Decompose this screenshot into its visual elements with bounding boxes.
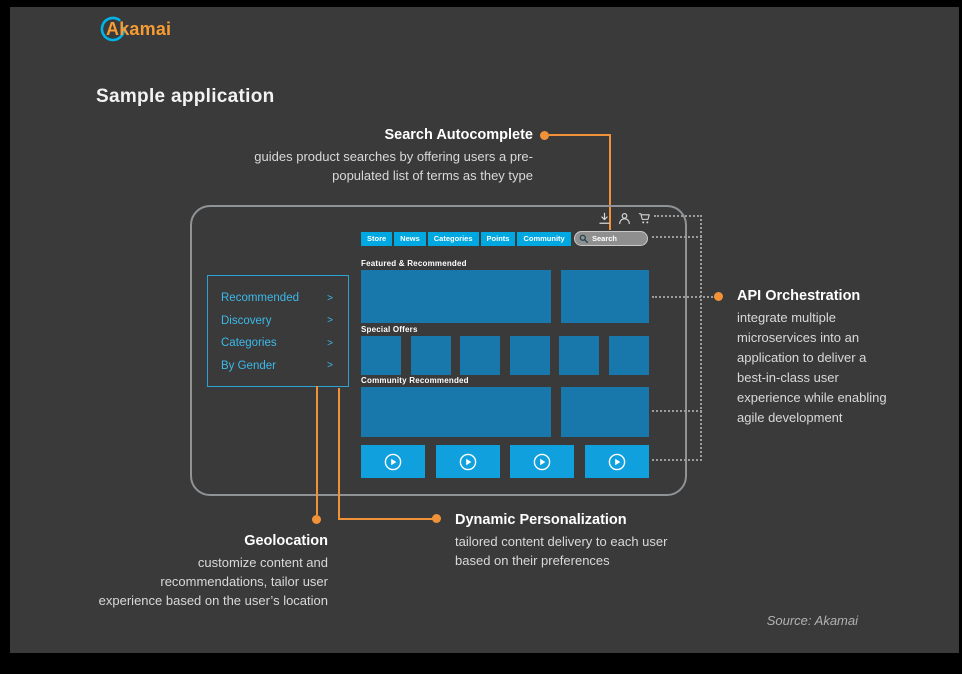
section-label-community: Community Recommended <box>361 376 469 385</box>
sidebar-item-by-gender[interactable]: By Gender > <box>221 355 333 378</box>
play-icon <box>459 453 476 470</box>
search-label: Search <box>592 234 618 243</box>
letterbox-top <box>0 0 962 7</box>
personalization-line-h <box>338 518 434 520</box>
cart-icon[interactable] <box>638 212 651 225</box>
community-tile-small[interactable] <box>561 387 649 437</box>
video-tile[interactable] <box>361 445 425 478</box>
user-icon[interactable] <box>618 212 631 225</box>
special-offers-row <box>361 336 649 375</box>
download-icon[interactable] <box>598 212 611 225</box>
offer-tile[interactable] <box>509 336 550 375</box>
app-header-icons <box>598 212 651 225</box>
logo-text: Akamai <box>106 19 172 39</box>
sidebar: Recommended > Discovery > Categories > B… <box>207 275 349 387</box>
callout-dynamic-personalization-description: tailored content delivery to each user b… <box>455 534 668 568</box>
chevron-right-icon: > <box>327 360 333 372</box>
video-tile[interactable] <box>584 445 649 478</box>
callout-dynamic-personalization: Dynamic Personalization tailored content… <box>455 512 690 570</box>
callout-api-orchestration-title: API Orchestration <box>737 288 861 304</box>
chevron-right-icon: > <box>327 292 333 304</box>
page-title: Sample application <box>96 86 275 107</box>
dotted-line-api <box>652 296 716 298</box>
akamai-logo: Akamai <box>98 14 198 46</box>
community-tile-large[interactable] <box>361 387 551 437</box>
source-credit: Source: Akamai <box>766 613 858 628</box>
callout-api-orchestration: API Orchestration integrate multiple mic… <box>737 288 897 428</box>
section-label-featured: Featured & Recommended <box>361 259 467 268</box>
play-icon <box>534 453 551 470</box>
sidebar-item-label: By Gender <box>221 359 276 372</box>
dotted-line-vertical <box>700 215 702 461</box>
letterbox-right <box>959 0 962 674</box>
callout-dynamic-personalization-title: Dynamic Personalization <box>455 512 627 528</box>
nav-button-points[interactable]: Points <box>480 232 516 246</box>
app-nav-bar: Store News Categories Points Community <box>361 232 571 246</box>
geolocation-dot <box>312 515 321 524</box>
dotted-line-videos <box>652 459 702 461</box>
callout-search-autocomplete: Search Autocomplete guides product searc… <box>248 127 533 185</box>
video-tile[interactable] <box>435 445 500 478</box>
search-callout-line-v <box>609 134 611 230</box>
search-callout-dot <box>540 131 549 140</box>
callout-geolocation: Geolocation customize content and recomm… <box>98 533 328 610</box>
offer-tile[interactable] <box>559 336 600 375</box>
offer-tile[interactable] <box>460 336 501 375</box>
video-tile[interactable] <box>510 445 575 478</box>
nav-button-categories[interactable]: Categories <box>427 232 479 246</box>
dotted-line-community <box>652 410 702 412</box>
featured-tile-small[interactable] <box>561 270 649 323</box>
callout-api-orchestration-description: integrate multiple microservices into an… <box>737 310 887 425</box>
nav-button-community[interactable]: Community <box>517 232 571 246</box>
letterbox-left <box>0 0 10 674</box>
dotted-line-icons <box>654 215 702 217</box>
callout-search-autocomplete-description: guides product searches by offering user… <box>254 149 533 183</box>
nav-button-store[interactable]: Store <box>361 232 393 246</box>
search-icon <box>579 234 588 243</box>
nav-button-news[interactable]: News <box>394 232 426 246</box>
offer-tile[interactable] <box>410 336 451 375</box>
callout-geolocation-title: Geolocation <box>244 533 328 549</box>
personalization-dot <box>432 514 441 523</box>
callout-search-autocomplete-title: Search Autocomplete <box>384 127 533 143</box>
offer-tile[interactable] <box>608 336 649 375</box>
section-label-special-offers: Special Offers <box>361 325 418 334</box>
play-icon <box>384 453 402 470</box>
chevron-right-icon: > <box>327 337 333 349</box>
offer-tile[interactable] <box>361 336 401 375</box>
chevron-right-icon: > <box>327 315 333 327</box>
sidebar-item-label: Recommended <box>221 292 299 305</box>
search-input[interactable]: Search <box>574 231 648 246</box>
video-row <box>361 445 649 478</box>
sidebar-item-label: Categories <box>221 337 277 350</box>
play-icon <box>608 453 626 470</box>
featured-tile-large[interactable] <box>361 270 551 323</box>
sidebar-item-discovery[interactable]: Discovery > <box>221 310 333 333</box>
api-callout-dot <box>714 292 723 301</box>
personalization-line-v <box>338 388 340 520</box>
geolocation-line-v <box>316 386 318 515</box>
logo-swoosh-icon <box>100 16 126 42</box>
search-callout-line-h <box>549 134 611 136</box>
sample-app-frame: Store News Categories Points Community S… <box>190 205 687 496</box>
sidebar-item-label: Discovery <box>221 314 272 327</box>
sidebar-item-categories[interactable]: Categories > <box>221 332 333 355</box>
sidebar-item-recommended[interactable]: Recommended > <box>221 287 333 310</box>
callout-geolocation-description: customize content and recommendations, t… <box>98 555 328 608</box>
dotted-line-search <box>652 236 702 238</box>
letterbox-bottom <box>0 653 962 674</box>
